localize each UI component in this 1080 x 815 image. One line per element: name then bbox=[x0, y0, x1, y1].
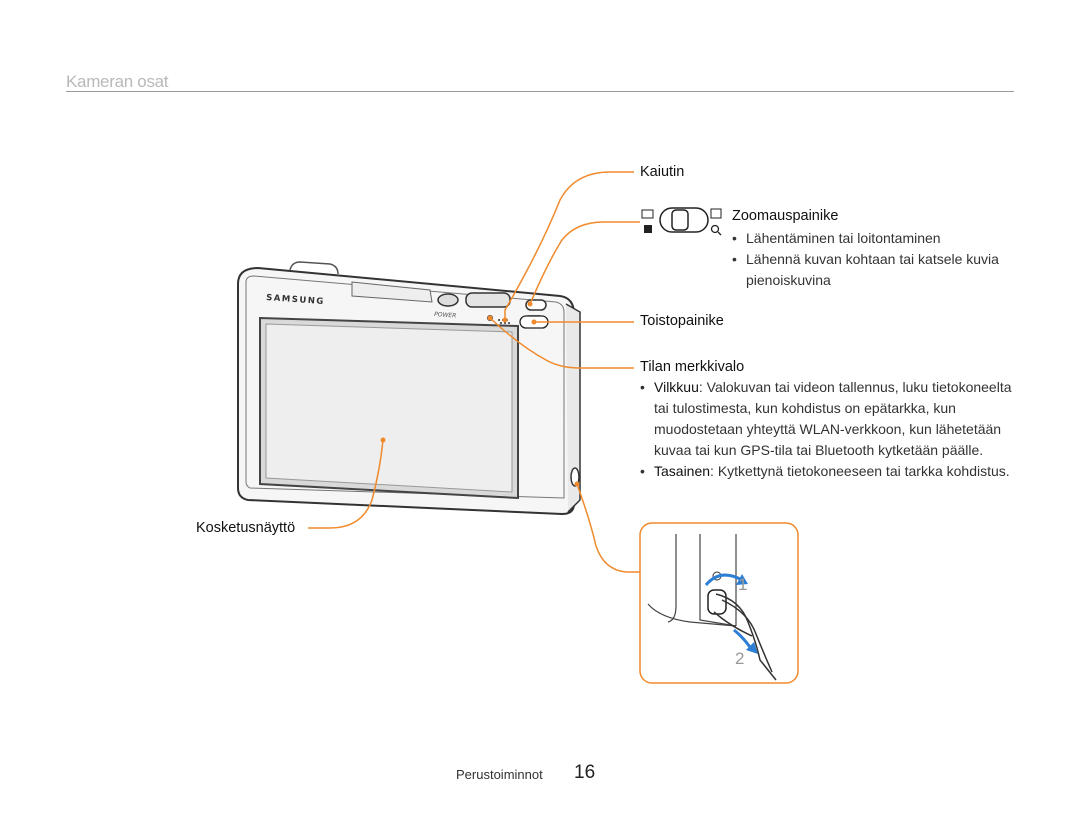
zoom-bullet-list: •Lähentäminen tai loitontaminen •Lähennä… bbox=[732, 228, 1022, 291]
list-item: •Lähentäminen tai loitontaminen bbox=[732, 230, 941, 246]
zoom-button-label: Zoomauspainike bbox=[732, 208, 839, 224]
touch-screen bbox=[259, 316, 519, 500]
speaker-label: Kaiutin bbox=[640, 164, 685, 180]
callout-strap-line bbox=[576, 483, 640, 573]
callout-lamp-line bbox=[489, 317, 634, 369]
zoom-button-icon bbox=[641, 207, 722, 236]
section-title: Kameran osat bbox=[66, 72, 169, 91]
callout-touchscreen-line bbox=[308, 439, 384, 529]
callout-zoom-line bbox=[529, 221, 640, 305]
list-item: • Vilkkuu: Valokuvan tai videon tallennu… bbox=[640, 379, 1012, 458]
status-lamp-label: Tilan merkkivalo bbox=[640, 359, 745, 375]
status-lamp-bullet-list: • Vilkkuu: Valokuvan tai videon tallennu… bbox=[640, 377, 1020, 482]
playback-button-label: Toistopainike bbox=[640, 313, 724, 329]
step-number-2: 2 bbox=[735, 649, 744, 668]
footer-section-name: Perustoiminnot bbox=[456, 767, 543, 782]
touchscreen-label: Kosketusnäyttö bbox=[196, 520, 296, 536]
shutter-button bbox=[465, 292, 511, 308]
power-label: POWER bbox=[434, 311, 457, 320]
page-number: 16 bbox=[574, 762, 596, 783]
list-item: •Lähennä kuvan kohtaan tai katsele kuvia… bbox=[732, 251, 999, 288]
callout-speaker-line bbox=[504, 171, 634, 320]
callout-lines bbox=[308, 171, 640, 573]
step-number-1: 1 bbox=[738, 575, 747, 594]
title-divider bbox=[66, 91, 1014, 92]
power-button bbox=[437, 293, 459, 307]
strap-inset bbox=[639, 522, 799, 684]
step1-arrow bbox=[704, 573, 743, 587]
camera-brand: SAMSUNG bbox=[266, 293, 325, 307]
list-item: • Tasainen: Kytkettynä tietokoneeseen ta… bbox=[640, 463, 1010, 479]
